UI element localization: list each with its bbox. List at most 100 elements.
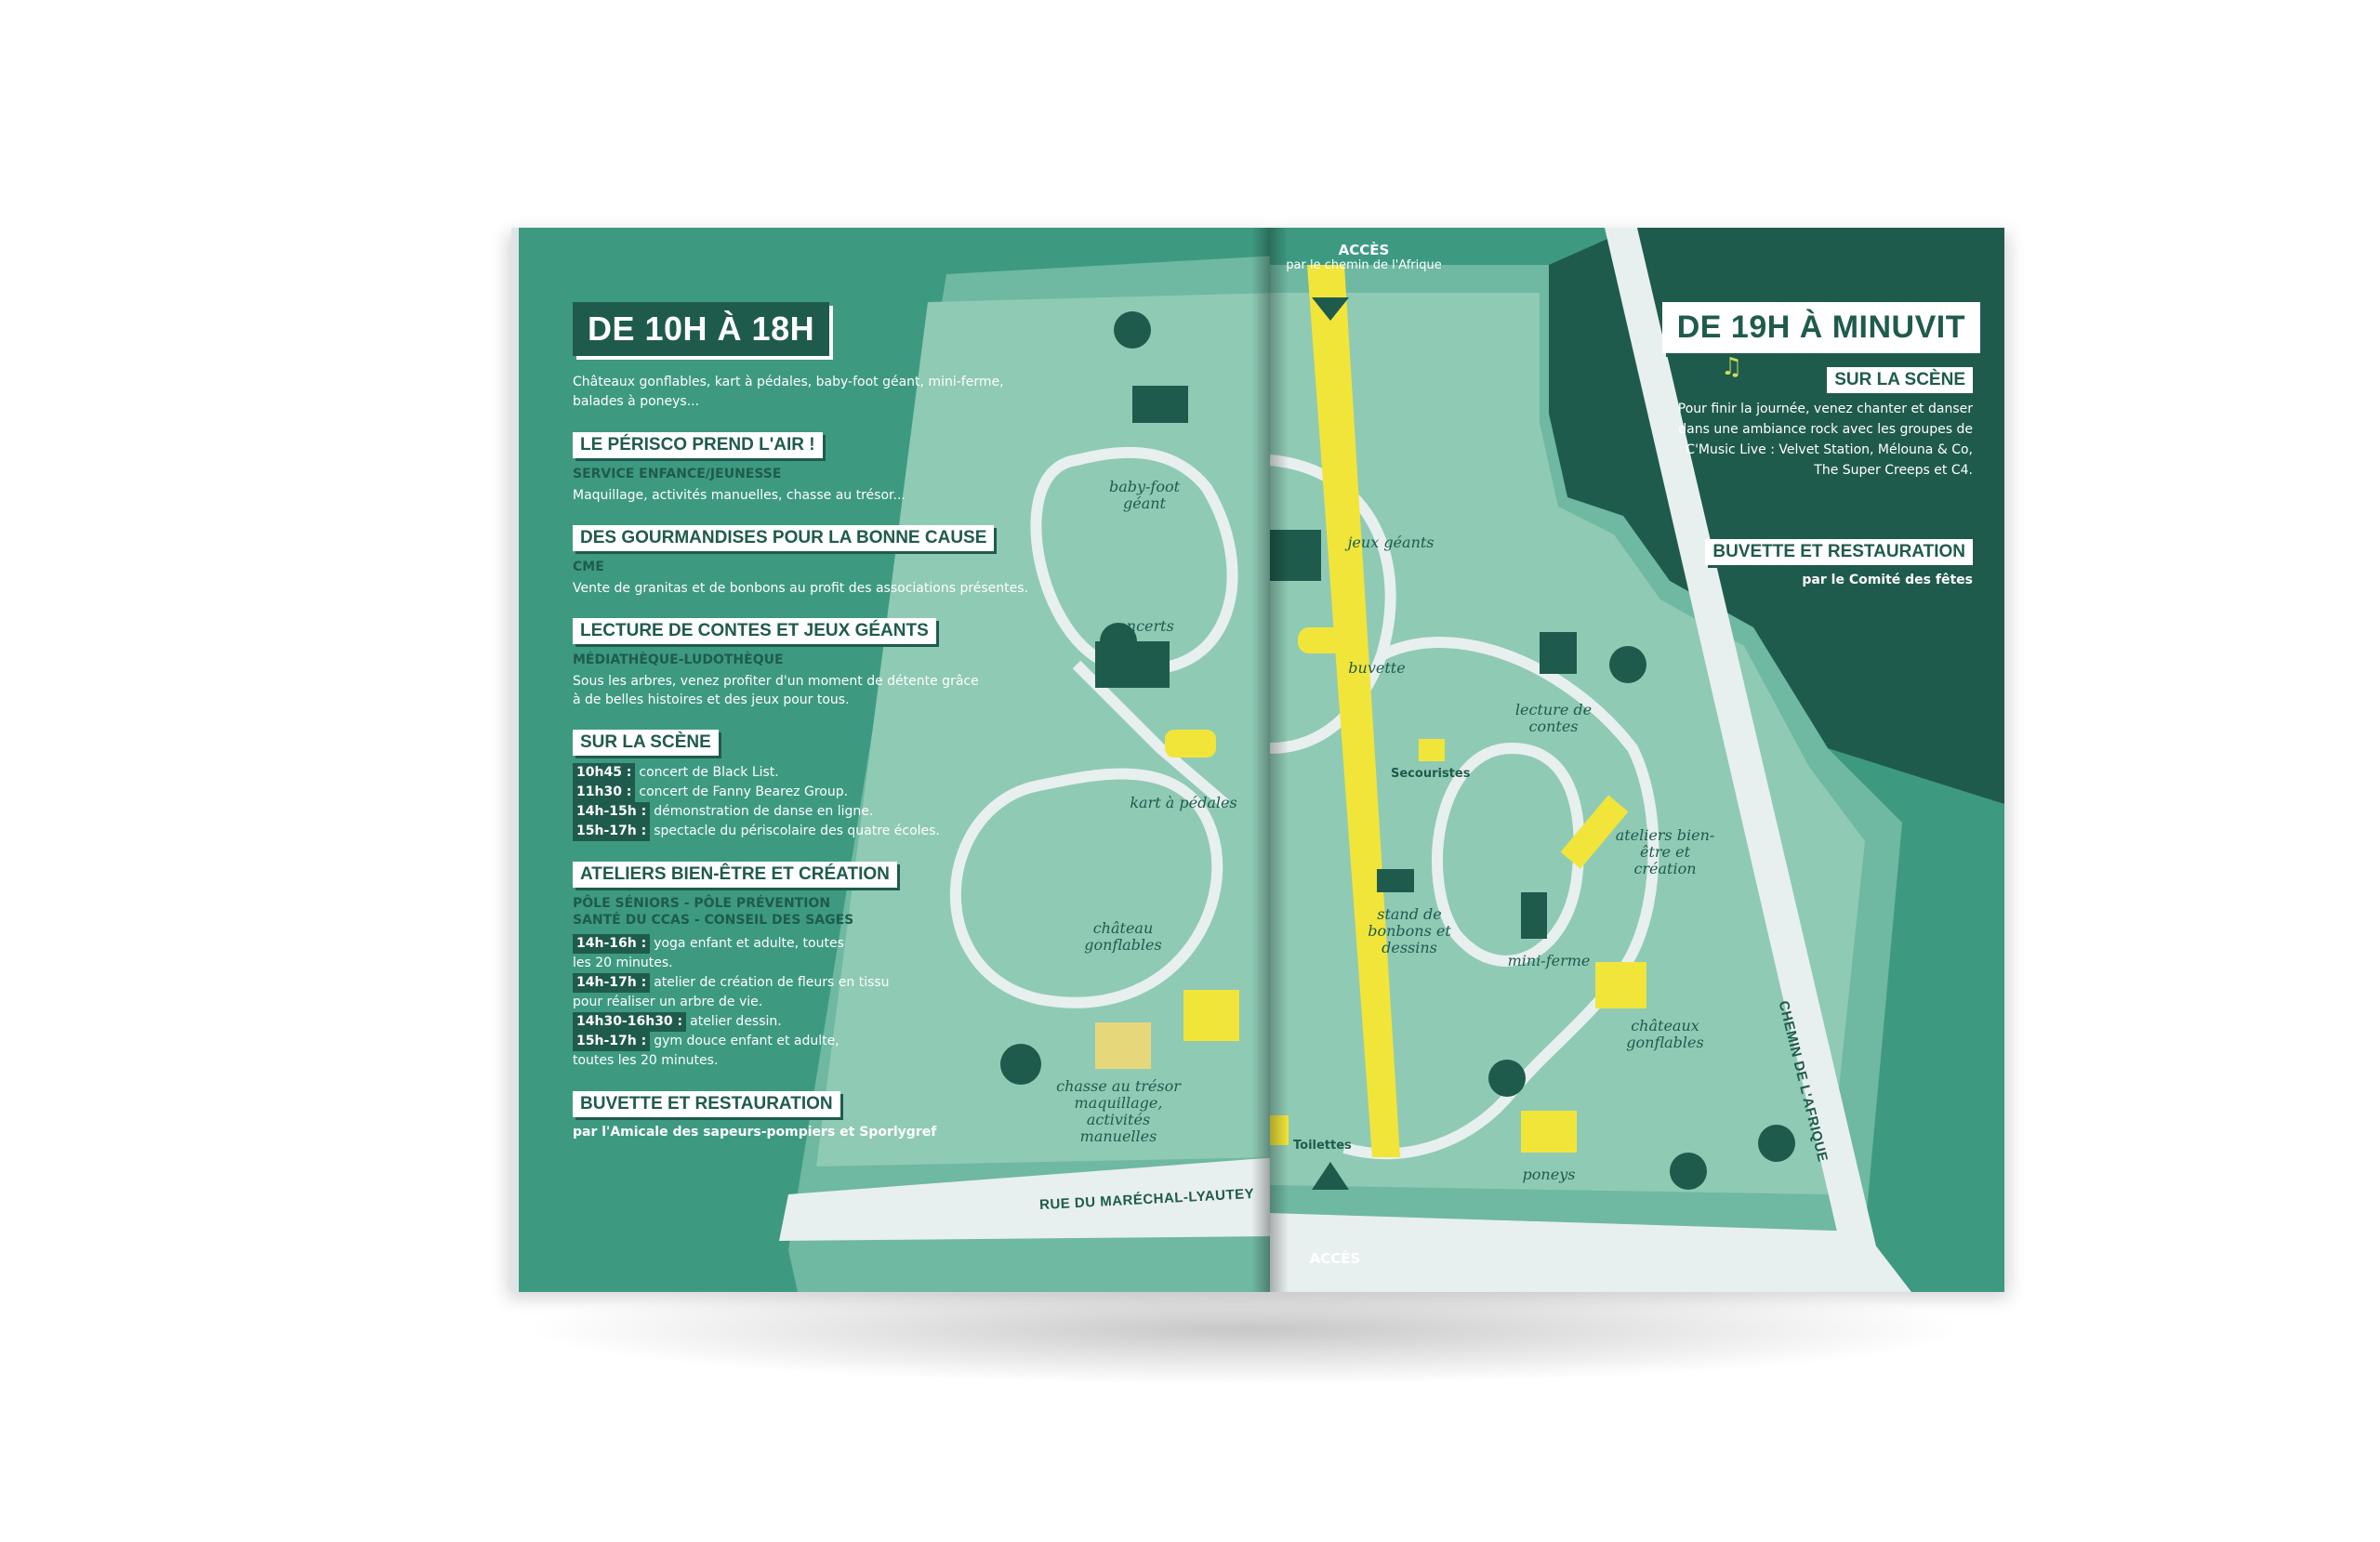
section-subtitle: PÔLE SÉNIORS - PÔLE PRÉVENTION <box>573 896 831 911</box>
schedule-text: spectacle du périscolaire des quatre éco… <box>654 824 940 838</box>
map-label-buvette: buvette <box>1348 659 1406 677</box>
candy-icon <box>1377 869 1414 892</box>
park-lawn-right <box>1270 293 1865 1194</box>
schedule-text: gym douce enfant et adulte, <box>654 1034 840 1048</box>
ateliers-schedule: 14h-16h :yoga enfant et adulte, toutes l… <box>573 934 1093 1071</box>
schedule-row: 15h-17h :spectacle du périscolaire des q… <box>573 822 1093 841</box>
map-label-chateaux: châteaux gonflables <box>1626 1017 1704 1051</box>
section-text: Pour finir la journée, venez chanter et … <box>1677 402 1973 478</box>
yellow-access-path <box>1307 265 1400 1157</box>
babyfoot-icon <box>1132 386 1188 423</box>
schedule-text: atelier de création de fleurs en tissu <box>654 975 890 990</box>
map-label-miniferme: mini-ferme <box>1507 952 1591 969</box>
brochure-right-page: ACCÈS par le chemin de l'Afrique ACCÈS j… <box>1270 228 2004 1292</box>
page-title-night: DE 19H À MINUVIT <box>1661 302 1980 353</box>
schedule-row: 11h30 :concert de Fanny Bearez Group. <box>573 783 1093 802</box>
time-tag: 14h-15h : <box>573 802 651 822</box>
schedule-row: 15h-17h :gym douce enfant et adulte, <box>573 1032 1093 1051</box>
section-title: ATELIERS BIEN-ÊTRE ET CRÉATION <box>573 862 897 888</box>
section-credit: par le Comité des fêtes <box>1802 573 1973 587</box>
music-note-icon: ♫ <box>1721 353 1743 381</box>
time-tag: 14h-17h : <box>573 973 651 993</box>
map-label-chateaux: château gonflables <box>1084 919 1162 954</box>
schedule-row: 14h-16h :yoga enfant et adulte, toutes <box>573 934 1093 954</box>
jeux-geants-icon <box>1270 530 1321 581</box>
map-label-chasse: chasse au trésor maquillage, activités m… <box>1056 1077 1181 1145</box>
night-scene-block: SUR LA SCÈNE Pour finir la journée, vene… <box>1666 367 1973 481</box>
road-left <box>779 1157 1277 1241</box>
access-top-subtitle: par le chemin de l'Afrique <box>1286 258 1442 272</box>
tree-icon <box>1609 646 1646 683</box>
section-title: LE PÉRISCO PREND L'AIR ! <box>573 432 823 458</box>
tree-icon <box>1670 1153 1707 1190</box>
book-icon <box>1540 632 1577 674</box>
schedule-text: concert de Black List. <box>639 765 779 780</box>
castle-icon <box>1595 962 1646 1008</box>
access-top-label: ACCÈS par le chemin de l'Afrique <box>1276 242 1452 272</box>
path-outer-right <box>1342 637 1659 1160</box>
tree-icon <box>1758 1125 1795 1162</box>
schedule-row-cont: les 20 minutes. <box>573 956 673 970</box>
road-right <box>1270 1213 1911 1292</box>
road-chemin-afrique <box>1605 228 1884 1292</box>
section-perisco: LE PÉRISCO PREND L'AIR ! SERVICE ENFANCE… <box>573 432 1093 505</box>
map-label-concerts: concerts <box>1109 617 1174 635</box>
section-text: Sous les arbres, venez profiter d'un mom… <box>573 674 979 707</box>
path-link <box>1072 660 1229 809</box>
tree-icon <box>1000 1044 1041 1085</box>
schedule-row: 14h30-16h30 :atelier dessin. <box>573 1012 1093 1032</box>
section-scene: SUR LA SCÈNE 10h45 :concert de Black Lis… <box>573 730 1093 841</box>
schedule-row-cont: pour réaliser un arbre de vie. <box>573 995 763 1009</box>
section-gourmandises: DES GOURMANDISES POUR LA BONNE CAUSE CME… <box>573 525 1093 598</box>
schedule-text: atelier dessin. <box>690 1014 782 1029</box>
night-buvette-block: BUVETTE ET RESTAURATION par le Comité de… <box>1638 539 1973 587</box>
map-label-toilettes: Toilettes <box>1293 1139 1352 1153</box>
access-arrow-top-icon <box>1312 297 1349 321</box>
section-text: Maquillage, activités manuelles, chasse … <box>573 488 906 503</box>
section-subtitle: SERVICE ENFANCE/JEUNESSE <box>573 467 782 481</box>
pencil-icon <box>1560 795 1629 869</box>
page-title-night-wrap: DE 19H À MINUVIT <box>1661 302 1980 353</box>
map-label-poneys: poneys <box>1522 1166 1576 1183</box>
time-tag: 15h-17h : <box>573 1032 651 1051</box>
map-label-ateliers: ateliers bien-être et création <box>1615 826 1715 877</box>
tree-icon <box>1488 1060 1526 1097</box>
section-subtitle: SANTÉ DU CCAS - CONSEIL DES SAGES <box>573 913 854 928</box>
access-bottom-label: ACCÈS <box>1309 1250 1361 1267</box>
map-label-jeux: jeux géants <box>1347 534 1435 551</box>
tree-icon <box>1114 311 1151 349</box>
section-lecture: LECTURE DE CONTES ET JEUX GÉANTS MÉDIATH… <box>573 618 1093 709</box>
schedule-text: concert de Fanny Bearez Group. <box>639 784 849 799</box>
time-tag: 11h30 : <box>573 783 636 802</box>
map-label-kart: kart à pédales <box>1130 794 1237 811</box>
park-map-left <box>779 256 1277 1292</box>
path-loop-miniferme <box>1432 742 1585 967</box>
section-credit: par l'Amicale des sapeurs-pompiers et Sp… <box>573 1125 937 1140</box>
section-text: Vente de granitas et de bonbons au profi… <box>573 581 1029 596</box>
section-title: LECTURE DE CONTES ET JEUX GÉANTS <box>573 618 936 644</box>
schedule-row: 14h-17h :atelier de création de fleurs e… <box>573 973 1093 993</box>
section-ateliers: ATELIERS BIEN-ÊTRE ET CRÉATION PÔLE SÉNI… <box>573 862 1093 1071</box>
access-top-title: ACCÈS <box>1338 242 1390 258</box>
access-arrow-bottom-icon <box>1312 1162 1349 1190</box>
park-lawn-left <box>816 293 1277 1166</box>
map-label-lecture: lecture de contes <box>1514 701 1593 735</box>
castle-icon <box>1183 990 1239 1041</box>
schedule-row: 10h45 :concert de Black List. <box>573 763 1093 783</box>
scene-schedule: 10h45 :concert de Black List. 11h30 :con… <box>573 763 1093 841</box>
schedule-row-cont: toutes les 20 minutes. <box>573 1053 719 1068</box>
brochure-shadow <box>521 1273 1971 1385</box>
rabbit-icon <box>1521 892 1547 939</box>
intro-text: Châteaux gonflables, kart à pédales, bab… <box>573 375 1004 409</box>
first-aid-icon <box>1419 739 1445 761</box>
toilet-icon <box>1270 1115 1289 1145</box>
time-tag: 10h45 : <box>573 763 636 783</box>
schedule-text: yoga enfant et adulte, toutes <box>654 936 844 951</box>
treasure-chest-icon <box>1095 1022 1151 1069</box>
kart-icon <box>1165 730 1216 758</box>
pony-icon <box>1521 1111 1577 1153</box>
section-subtitle: CME <box>573 560 604 574</box>
section-title: SUR LA SCÈNE <box>1827 367 1973 393</box>
time-tag: 14h30-16h30 : <box>573 1012 687 1032</box>
section-title: SUR LA SCÈNE <box>573 730 719 756</box>
